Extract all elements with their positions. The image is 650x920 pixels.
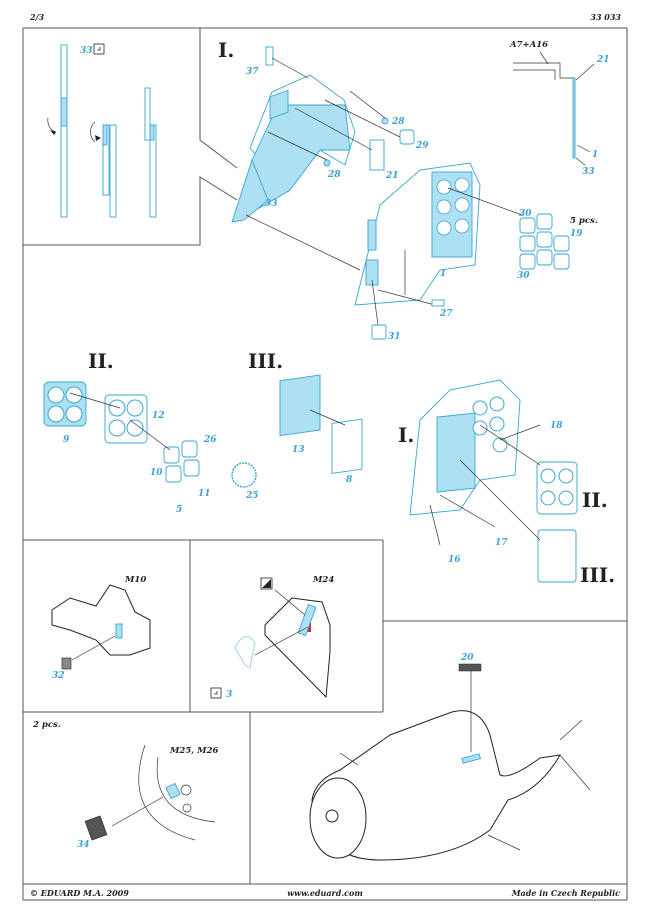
part-label: 13	[292, 445, 305, 455]
fold-symbol-icon	[210, 687, 222, 699]
fuselage-detail: 20	[309, 653, 591, 861]
part-label: 21	[596, 55, 610, 65]
part-label: 29	[415, 141, 429, 151]
step-one-label: I.	[398, 423, 414, 447]
callout-two-pcs: 2 pcs.	[32, 720, 61, 730]
part-label: 37	[246, 67, 259, 77]
website-link[interactable]: www.eduard.com	[287, 888, 363, 898]
part-label: 30	[517, 271, 530, 281]
part-label: 28	[327, 170, 341, 180]
side-view-detail: A7+A16 21 1 33	[509, 40, 610, 177]
part-label: 31	[388, 332, 401, 342]
panel-frames	[22, 27, 628, 901]
part-label: 34	[77, 840, 90, 850]
step-three-assembly: 13 8	[279, 374, 363, 485]
part-label: 12	[152, 411, 165, 421]
step-one-title: I.	[218, 38, 234, 62]
part-label: 33	[80, 46, 93, 56]
step-two-label: II.	[582, 488, 608, 512]
part-label: 28	[391, 117, 405, 127]
part-label: 11	[198, 489, 211, 499]
origin: Made in Czech Republic	[511, 888, 620, 898]
m10-detail: M10 32	[51, 575, 151, 681]
part-label: 8	[346, 475, 353, 485]
step-one-assembly: 37 28 29 28 21 33	[231, 46, 429, 271]
fold-detail-inset: 33	[47, 43, 157, 218]
instrument-panel: 30 5 pcs. 19 30 1 27 31	[354, 162, 598, 342]
part-label: 26	[203, 435, 217, 445]
part-label: 32	[52, 671, 65, 681]
part-label: 25	[245, 491, 259, 501]
callout-m10: M10	[124, 575, 146, 585]
step-three-label: III.	[580, 563, 615, 587]
part-label: 33	[265, 199, 278, 209]
callout-five-pcs: 5 pcs.	[570, 216, 598, 226]
step-three-title: III.	[248, 349, 283, 373]
m24-detail: M24 3	[210, 575, 334, 700]
callout-a7: A7+A16	[509, 40, 548, 50]
part-label: 1	[440, 269, 446, 279]
completed-panel: I. II. III. 18 17 16	[398, 379, 615, 587]
copyright: © EDUARD M.A. 2009	[30, 888, 129, 898]
fold-symbol-icon	[93, 43, 105, 55]
set-number: 33 033	[590, 12, 621, 22]
part-label: 1	[592, 150, 598, 160]
part-label: 3	[226, 690, 232, 700]
part-label: 20	[460, 653, 474, 663]
part-label: 27	[439, 309, 453, 319]
part-label: 18	[550, 421, 563, 431]
part-label: 17	[495, 538, 508, 548]
part-label: 33	[582, 167, 595, 177]
part-label: 21	[385, 171, 399, 181]
part-label: 19	[570, 229, 583, 239]
part-label: 9	[63, 435, 70, 445]
part-label: 30	[519, 209, 532, 219]
part-label: 5	[176, 505, 182, 515]
callout-m24: M24	[312, 575, 334, 585]
part-label: 16	[448, 555, 461, 565]
callout-m25: M25, M26	[169, 746, 218, 756]
step-two-assembly: 9 12 10 26 11 5 25	[43, 381, 259, 515]
step-two-title: II.	[88, 349, 114, 373]
page-number: 2/3	[29, 12, 44, 22]
part-label: 10	[150, 468, 163, 478]
wheel-detail: 2 pcs. M25, M26 34	[32, 720, 218, 850]
